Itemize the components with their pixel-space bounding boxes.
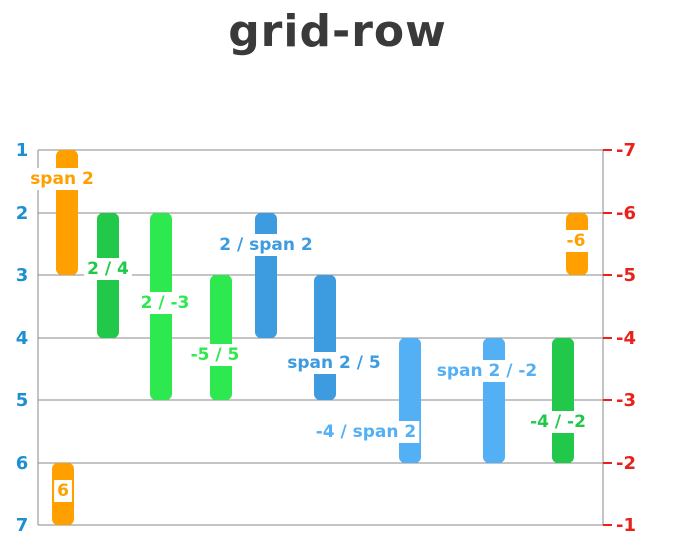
grid-item-bar — [483, 338, 505, 463]
grid-item-label-bg — [187, 344, 243, 366]
line-number-left: 4 — [16, 328, 29, 349]
grid-item-label: -5 / 5 — [191, 345, 240, 365]
grid-item-label: -4 / span 2 — [316, 422, 417, 442]
grid-item-label: -4 / -2 — [530, 412, 586, 432]
line-number-right: -4 — [616, 328, 636, 349]
line-number-right: -3 — [616, 390, 636, 411]
grid-item-label-bg — [284, 352, 384, 374]
grid-item-label: span 2 — [30, 169, 94, 189]
line-number-left: 1 — [16, 140, 29, 161]
line-number-left: 6 — [16, 453, 29, 474]
line-number-right: -5 — [616, 265, 636, 286]
line-number-left: 7 — [16, 515, 29, 536]
grid-item-label-bg — [563, 230, 589, 252]
grid-item-label-bg — [312, 421, 420, 443]
grid-item-bar — [552, 338, 574, 463]
grid-item-bar — [314, 275, 336, 400]
grid-item-label-bg — [527, 411, 589, 433]
line-number-left: 3 — [16, 265, 29, 286]
grid-item-label-bg — [433, 360, 541, 382]
line-number-right: -6 — [616, 203, 636, 224]
grid-item-bar — [399, 338, 421, 463]
grid-item-label: 2 / 4 — [87, 259, 129, 279]
line-number-right: -1 — [616, 515, 636, 536]
grid-item-label-bg — [137, 292, 193, 314]
line-number-right: -2 — [616, 453, 636, 474]
grid-item-label: 6 — [57, 481, 69, 501]
grid-item-label: -6 — [567, 231, 586, 251]
grid-item-label-bg — [27, 168, 97, 190]
page-title: grid-row — [228, 6, 447, 57]
grid-item-label-bg — [84, 258, 133, 280]
grid-item-bar — [210, 275, 232, 400]
grid-item-bar — [255, 213, 277, 338]
grid-item-label-bg — [54, 480, 72, 502]
line-number-right: -7 — [616, 140, 636, 161]
grid-item-label: 2 / span 2 — [219, 235, 312, 255]
line-number-left: 2 — [16, 203, 29, 224]
grid-item-label: 2 / -3 — [141, 293, 190, 313]
grid-item-label: span 2 / 5 — [287, 353, 380, 373]
line-number-left: 5 — [16, 390, 29, 411]
grid-item-label-bg — [216, 234, 316, 256]
grid-item-label: span 2 / -2 — [437, 361, 538, 381]
